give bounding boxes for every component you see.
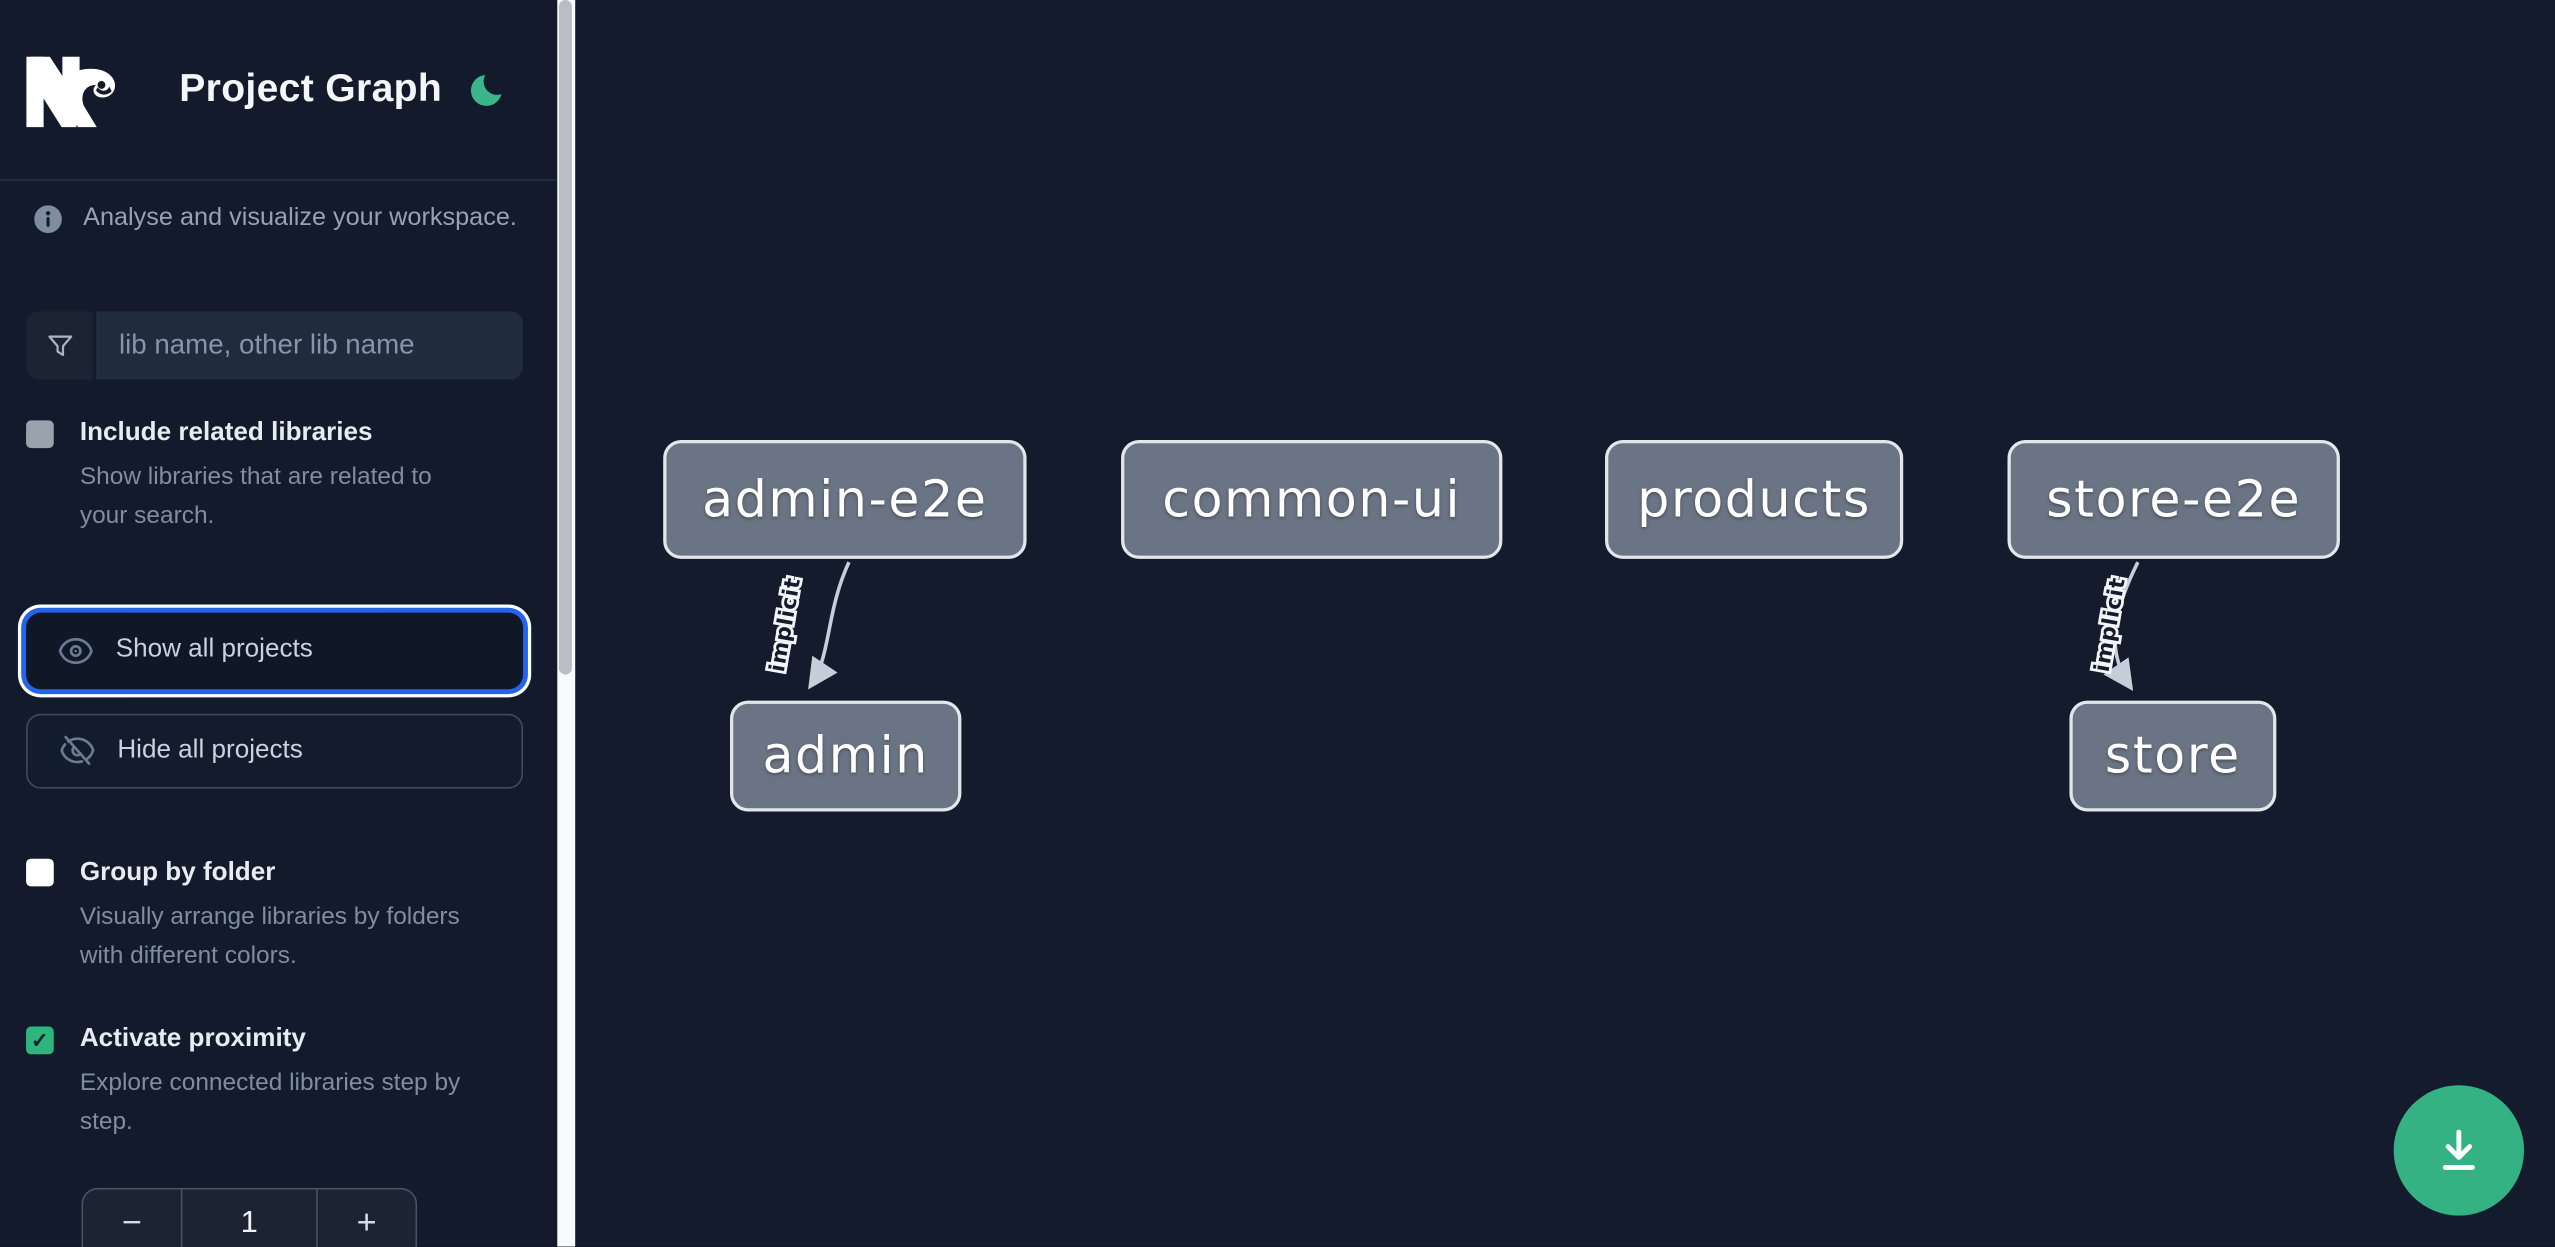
group-by-folder-checkbox[interactable]: ✓ [26, 858, 54, 887]
sidebar-header: Project Graph [0, 0, 558, 181]
edge-admin-e2e-to-admin[interactable] [808, 561, 851, 690]
toggle-activate-proximity: ✓ Activate proximity Explore connected l… [26, 1025, 531, 1143]
info-row: Analyse and visualize your workspace. [0, 204, 557, 233]
info-circle-icon [34, 204, 62, 233]
stepper-decrement-button[interactable]: − [83, 1189, 183, 1247]
graph-node-admin-e2e[interactable]: admin-e2e [663, 439, 1027, 559]
include-related-checkbox[interactable]: ✓ [26, 419, 54, 448]
arrow-down-to-line-icon [2442, 1129, 2475, 1170]
hide-all-projects-button[interactable]: Hide all projects [26, 713, 524, 788]
stepper-increment-button[interactable]: + [316, 1189, 415, 1247]
moon-icon[interactable] [469, 70, 509, 109]
graph-node-store[interactable]: store [2069, 700, 2277, 812]
activate-proximity-checkbox[interactable]: ✓ [26, 1026, 54, 1054]
graph-node-store-e2e[interactable]: store-e2e [2007, 439, 2340, 559]
sidebar-scrollbar[interactable] [557, 0, 575, 1247]
search-input[interactable] [96, 311, 524, 380]
toggle-include-related: ✓ Include related libraries Show librari… [26, 419, 531, 537]
proximity-stepper: − 1 + [81, 1187, 418, 1247]
graph-node-admin[interactable]: admin [729, 700, 962, 812]
page-title: Project Graph [179, 66, 443, 111]
filter-funnel-icon [26, 311, 97, 380]
info-text: Analyse and visualize your workspace. [83, 203, 517, 232]
graph-node-common-ui[interactable]: common-ui [1121, 439, 1503, 559]
group-by-folder-description: Visually arrange libraries by folders wi… [79, 902, 460, 970]
graph-node-products[interactable]: products [1605, 439, 1904, 559]
toggle-group-by-folder: ✓ Group by folder Visually arrange libra… [26, 858, 531, 976]
search-box [26, 311, 524, 380]
hide-all-projects-label: Hide all projects [117, 735, 303, 764]
eye-slash-icon [60, 735, 95, 766]
include-related-label[interactable]: Include related libraries [79, 418, 373, 447]
group-by-folder-label[interactable]: Group by folder [79, 858, 276, 886]
sidebar-scrollbar-thumb[interactable] [559, 0, 572, 675]
nx-logo-icon [26, 56, 116, 128]
edge-store-e2e-to-store[interactable] [2103, 561, 2140, 692]
activate-proximity-description: Explore connected libraries step by step… [79, 1069, 461, 1137]
show-all-projects-label: Show all projects [115, 635, 313, 664]
activate-proximity-label[interactable]: Activate proximity [79, 1025, 306, 1053]
edge-label-admin-e2e-to-admin: implicit [764, 575, 805, 673]
include-related-description: Show libraries that are related to your … [79, 462, 432, 531]
stepper-value: 1 [240, 1206, 258, 1241]
download-graph-button[interactable] [2393, 1085, 2525, 1216]
edge-label-store-e2e-to-store: implicit [2089, 575, 2130, 673]
eye-icon [58, 637, 93, 664]
show-all-projects-button[interactable]: Show all projects [26, 612, 524, 689]
sidebar: Project Graph Analyse and visualize your… [0, 0, 558, 1247]
